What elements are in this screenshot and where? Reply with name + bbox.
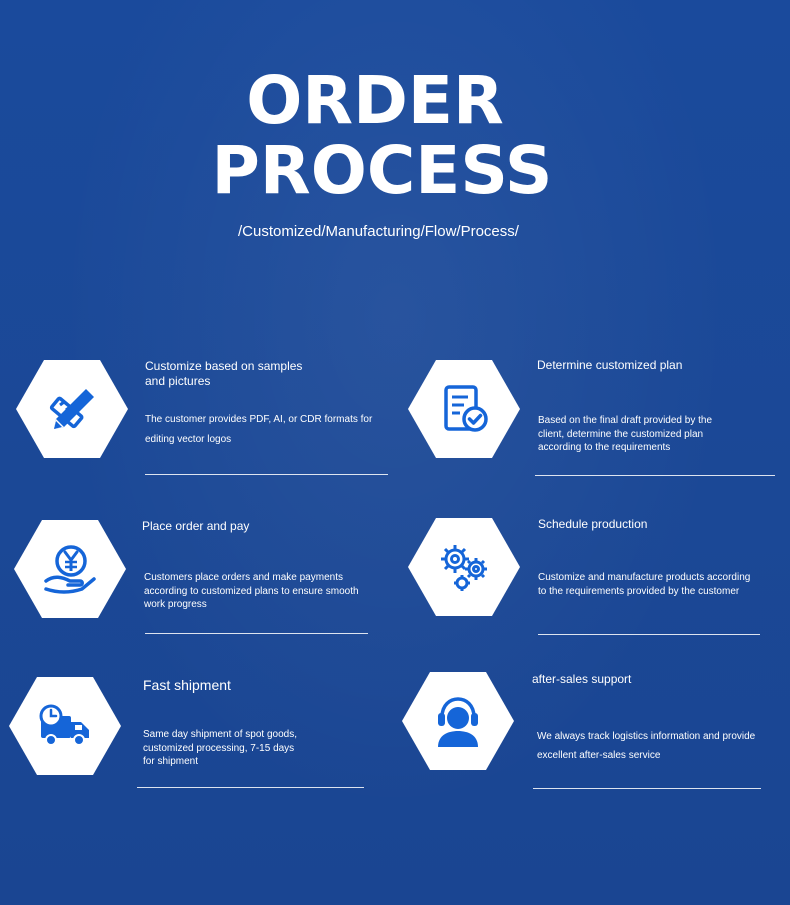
yen-coin-hand-icon [14,520,126,618]
page-title-line-2: PROCESS [211,132,553,209]
step-description: Customers place orders and make payments… [144,572,359,610]
gears-icon [408,518,520,616]
divider [145,474,388,475]
step-description: Same day shipment of spot goods, customi… [143,729,297,767]
step-title: Place order and pay [142,519,250,533]
divider [535,475,775,476]
step-title: Schedule production [538,517,648,531]
step-title: Customize based on samples and pictures [145,359,303,388]
page-title-line-1: ORDER [246,62,504,139]
step-description: We always track logistics information an… [537,731,756,761]
step-description: Customize and manufacture products accor… [538,572,751,597]
step-title: Determine customized plan [537,358,683,372]
divider [538,634,760,635]
step-title: after-sales support [532,672,632,686]
step-description: The customer provides PDF, AI, or CDR fo… [145,414,373,445]
document-check-icon [408,360,520,458]
divider [137,787,364,788]
step-description: Based on the final draft provided by the… [538,415,713,453]
divider [533,788,761,789]
delivery-truck-clock-icon [9,677,121,775]
page-subtitle: /Customized/Manufacturing/Flow/Process/ [238,223,519,240]
divider [145,633,368,634]
headset-support-icon [402,672,514,770]
pencil-ruler-icon [16,360,128,458]
step-title: Fast shipment [143,677,231,693]
